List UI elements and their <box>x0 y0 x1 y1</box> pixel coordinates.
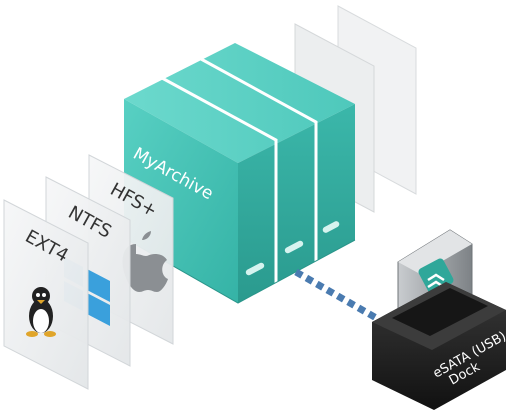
linux-tux-icon <box>26 287 56 337</box>
dashed-connection <box>294 268 380 323</box>
apple-logo-icon <box>122 231 168 292</box>
esata-dock <box>372 229 506 410</box>
